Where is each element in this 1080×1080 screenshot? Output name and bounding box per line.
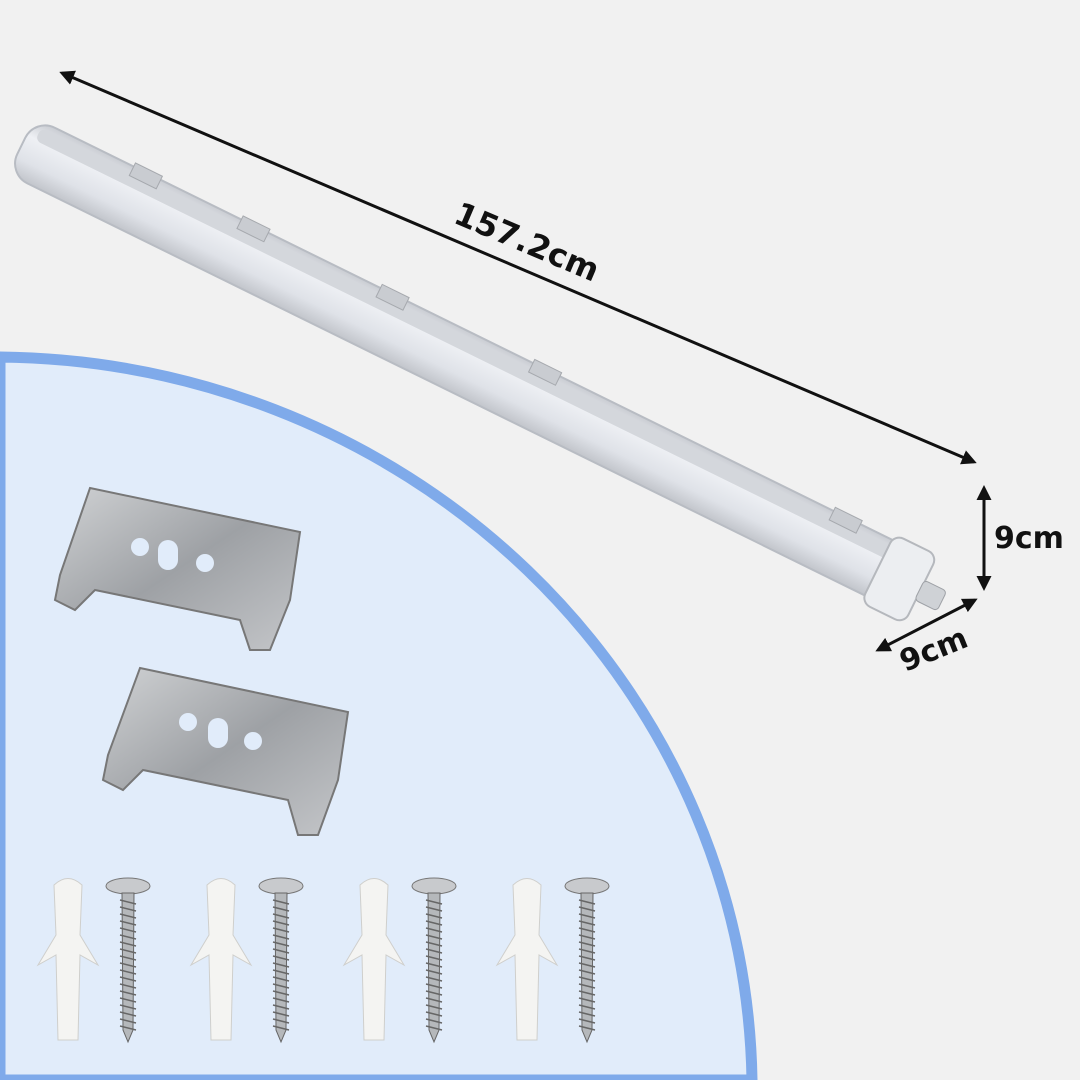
- screw: [564, 877, 610, 1044]
- depth-arrow: [875, 598, 978, 652]
- wall-anchor: [189, 878, 253, 1041]
- screw: [411, 877, 457, 1044]
- wall-anchor: [36, 878, 100, 1041]
- depth-label: 9cm: [895, 621, 973, 680]
- mounting-bracket: [53, 486, 302, 651]
- wall-anchor: [495, 878, 559, 1041]
- mounting-bracket: [101, 666, 350, 836]
- wall-anchor: [342, 878, 406, 1041]
- screw: [258, 877, 304, 1044]
- length-label: 157.2cm: [449, 194, 605, 289]
- height-label: 9cm: [994, 521, 1064, 556]
- screw: [105, 877, 151, 1044]
- anchors-and-screws: [36, 877, 610, 1044]
- length-arrow: [59, 70, 977, 465]
